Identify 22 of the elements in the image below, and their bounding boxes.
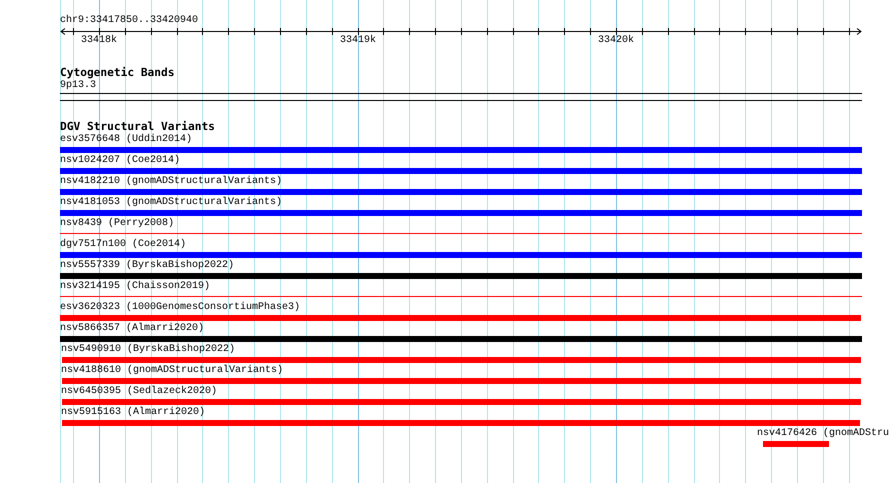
feature-label: nsv4181053 (gnomADStructuralVariants) [60, 197, 282, 209]
feature-label: esv3620323 (1000GenomesConsortiumPhase3) [60, 302, 300, 314]
feature-label: nsv4176426 (gnomADStru [757, 428, 890, 440]
feature-label: nsv8439 (Perry2008) [60, 218, 174, 230]
location-label: chr9:33417850..33420940 [60, 15, 198, 27]
tick-label: 33418k [81, 35, 117, 47]
feature-label: nsv5490910 (ByrskaBishop2022) [61, 344, 236, 356]
feature-label: nsv5557339 (ByrskaBishop2022) [60, 260, 234, 272]
feature-label: nsv3214195 (Chaisson2019) [60, 281, 210, 293]
feature-label: nsv5866357 (Almarri2020) [60, 323, 204, 335]
tick-label: 33420k [598, 35, 634, 47]
track-title: DGV Structural Variants [60, 121, 215, 133]
feature-label: nsv4182210 (gnomADStructuralVariants) [60, 176, 282, 188]
feature-label: nsv6450395 (Sedlazeck2020) [61, 386, 218, 398]
band-label: 9p13.3 [60, 80, 96, 92]
feature-label: nsv1024207 (Coe2014) [60, 155, 180, 167]
tick-label: 33419k [340, 35, 376, 47]
feature-label: nsv5915163 (Almarri2020) [61, 407, 206, 419]
feature-label: esv3576648 (Uddin2014) [60, 134, 192, 146]
feature-label: dgv7517n100 (Coe2014) [60, 239, 186, 251]
feature-label: nsv4188610 (gnomADStructuralVariants) [61, 365, 284, 377]
track-title: Cytogenetic Bands [60, 67, 175, 79]
